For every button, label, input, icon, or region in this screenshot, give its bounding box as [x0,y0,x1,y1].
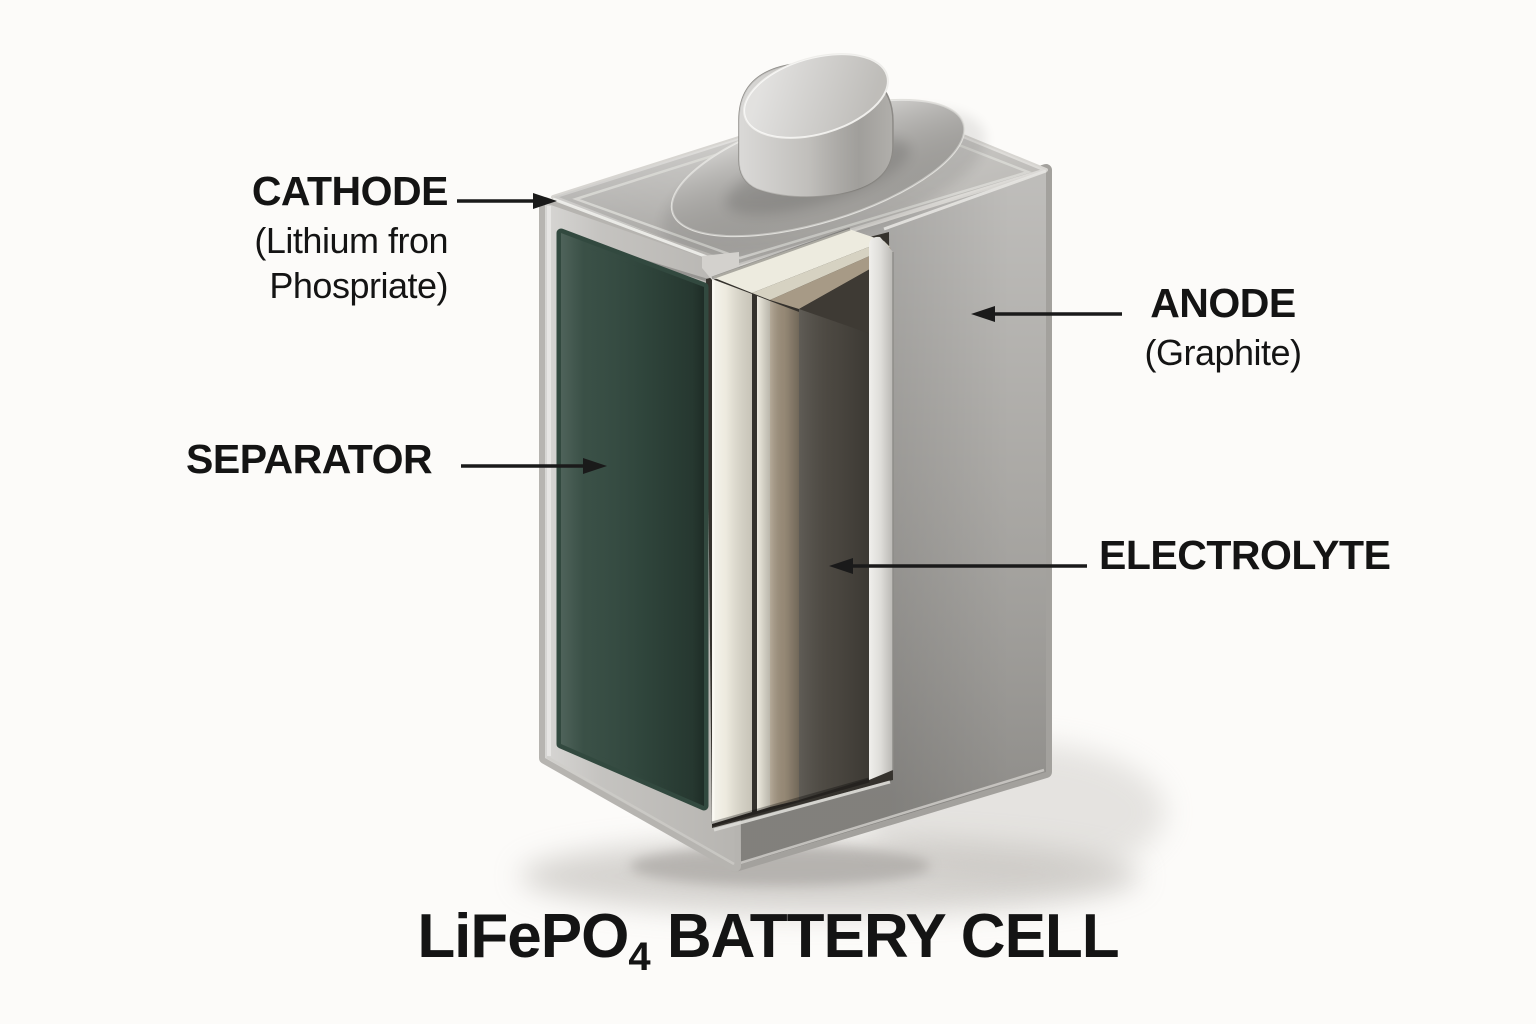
cathode-detail-line1: (Lithium fron [254,219,448,261]
title-formula-prefix: LiFePO [417,902,629,971]
cathode-arrow [457,193,557,209]
electrolyte-arrow [829,558,1087,574]
electrolyte-callout: ELECTROLYTE [1099,530,1391,582]
electrolyte-layer [799,308,871,800]
terminal-post [662,53,986,257]
electrolyte-label: ELECTROLYTE [1099,532,1391,578]
title-formula-subscript: 4 [628,935,651,979]
cathode-callout: CATHODE (Lithium fron Phospriate) [251,166,449,308]
diagram-title: LiFePO4 BATTERY CELL [0,901,1536,980]
anode-detail: (Graphite) [1144,331,1302,373]
anode-label: ANODE [1150,280,1296,326]
callout-arrows [457,193,1122,574]
inner-layer-tan [770,301,799,807]
separator-layer-2 [757,296,770,811]
cathode-layer [556,228,709,811]
separator-arrow [461,458,607,474]
separator-label: SEPARATOR [186,436,433,482]
separator-layer [712,279,752,824]
case-cut-wall [869,169,1047,781]
anode-arrow [971,306,1122,322]
cathode-label: CATHODE [251,168,449,214]
cutaway-opening [556,169,1047,832]
anode-callout: ANODE (Graphite) [1128,278,1318,375]
separator-callout: SEPARATOR [186,434,433,486]
title-rest: BATTERY CELL [650,902,1120,971]
cathode-detail-line2: Phospriate) [269,265,448,307]
